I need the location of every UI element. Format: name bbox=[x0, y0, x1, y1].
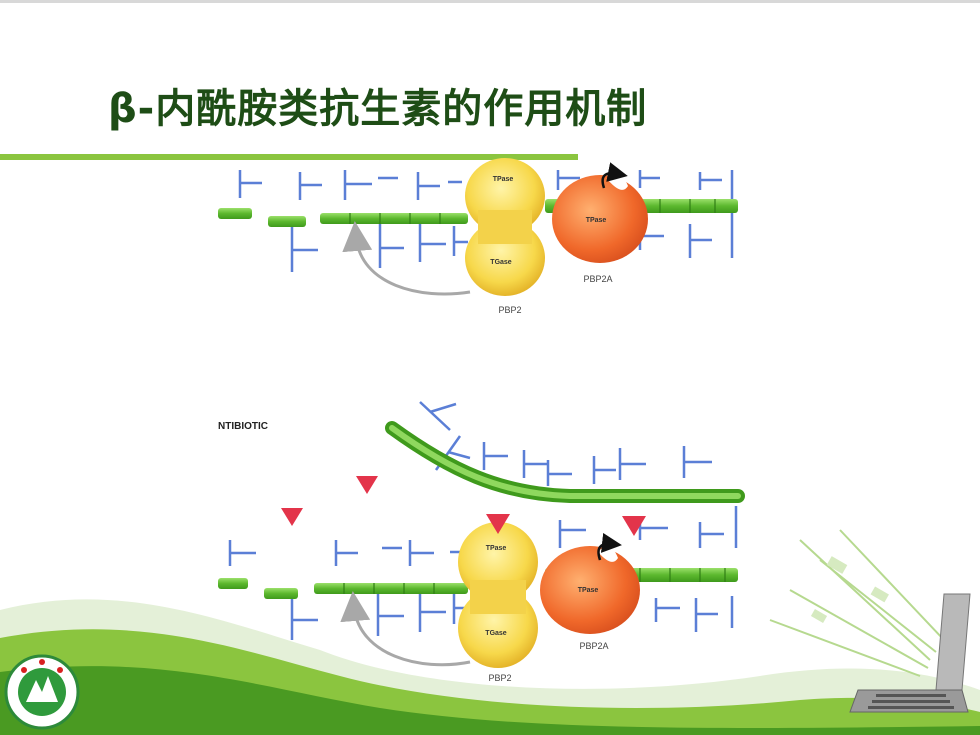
pbp2a-tpase-label-top: TPase bbox=[586, 217, 607, 224]
peptide-crosslinks bbox=[238, 170, 734, 272]
title-underline bbox=[0, 154, 578, 160]
pbp2a-label-top: PBP2A bbox=[583, 274, 612, 284]
peptide-crosslinks-bottom bbox=[228, 401, 738, 640]
laptop-icon bbox=[769, 529, 971, 713]
university-seal-icon bbox=[4, 654, 80, 730]
figure-top bbox=[218, 158, 738, 296]
pbp2a-tpase-label-bottom: TPase bbox=[578, 587, 599, 594]
bottom-swoosh-decor bbox=[0, 599, 980, 735]
tpase-label-bottom: TPase bbox=[486, 545, 507, 552]
top-rule bbox=[0, 0, 980, 3]
transfer-arrow bbox=[342, 221, 471, 296]
pbp2-enzyme-bottom bbox=[458, 522, 538, 668]
pbp2-label-bottom: PBP2 bbox=[488, 673, 511, 683]
transfer-arrow-bottom bbox=[340, 591, 471, 667]
antibiotic-label: NTIBIOTIC bbox=[218, 421, 268, 432]
figure-bottom bbox=[218, 401, 745, 668]
slide-title: β-内酰胺类抗生素的作用机制 bbox=[108, 86, 648, 132]
antibiotic-triangle bbox=[281, 508, 303, 526]
tpase-label-top: TPase bbox=[493, 176, 514, 183]
antibiotic-molecules bbox=[281, 476, 646, 536]
antibiotic-triangle bbox=[356, 476, 378, 494]
active-site-arrow-bottom bbox=[597, 532, 622, 561]
pbp2a-label-bottom: PBP2A bbox=[579, 641, 608, 651]
antibiotic-triangle bbox=[486, 514, 510, 534]
antibiotic-triangle bbox=[622, 516, 646, 536]
pbp2-enzyme-top bbox=[465, 158, 545, 296]
active-site-arrow-top bbox=[601, 162, 628, 189]
tgase-label-bottom: TGase bbox=[485, 630, 507, 637]
pbp2-label-top: PBP2 bbox=[498, 305, 521, 315]
tgase-label-top: TGase bbox=[490, 259, 512, 266]
